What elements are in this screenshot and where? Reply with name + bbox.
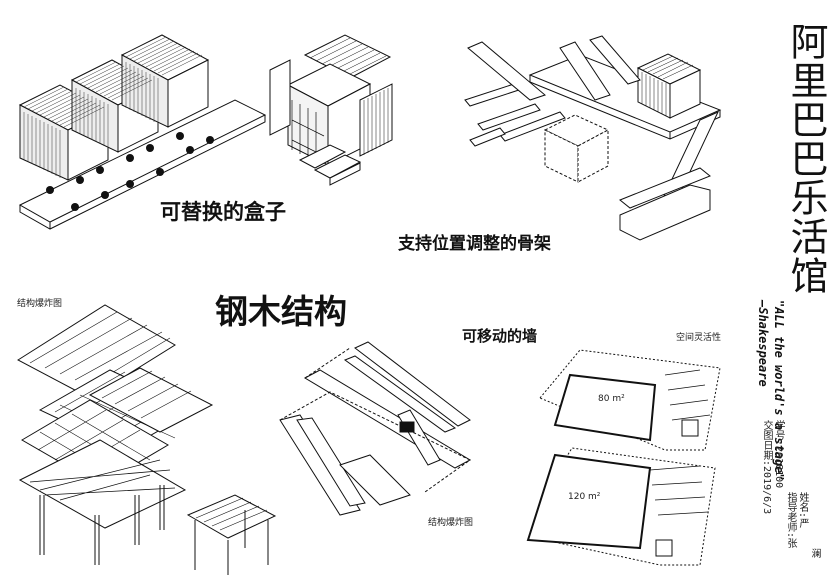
quote-line-2: —Shakespeare bbox=[756, 300, 770, 387]
movable-wall-drawing bbox=[279, 341, 472, 516]
adjustable-frame-drawing bbox=[464, 35, 722, 241]
advisor-name: 指导老师:张 bbox=[785, 492, 796, 549]
label-steel-wood-structure: 钢木结构 bbox=[215, 292, 347, 331]
name-extra: 澜 bbox=[809, 548, 820, 558]
submit-date: 交图日期:2019/6/3 bbox=[761, 420, 772, 515]
student-name: 姓名:严 bbox=[797, 492, 808, 529]
exploded-box-drawing bbox=[269, 34, 393, 186]
label-movable-wall: 可移动的墙 bbox=[462, 327, 538, 345]
area-label-80: 80 m² bbox=[598, 394, 625, 404]
exploded-structure-drawing bbox=[17, 304, 277, 575]
quote-line-1: "ALL the world's a stage" bbox=[772, 300, 786, 481]
space-flexibility-drawing bbox=[526, 349, 721, 566]
label-space-flexibility: 空间灵活性 bbox=[676, 333, 722, 343]
label-replaceable-boxes: 可替换的盒子 bbox=[160, 200, 286, 224]
label-exploded-view-2: 结构爆炸图 bbox=[428, 518, 474, 528]
student-id: 学号:2018100 bbox=[773, 420, 784, 489]
label-adjustable-frame: 支持位置调整的骨架 bbox=[398, 234, 551, 254]
project-title: 阿里巴巴乐活馆 bbox=[784, 22, 828, 295]
replaceable-boxes-drawing bbox=[18, 34, 267, 230]
quote-block: "ALL the world's a stage" —Shakespeare bbox=[755, 300, 787, 560]
label-exploded-view-1: 结构爆炸图 bbox=[17, 299, 63, 309]
area-label-120: 120 m² bbox=[568, 492, 601, 502]
